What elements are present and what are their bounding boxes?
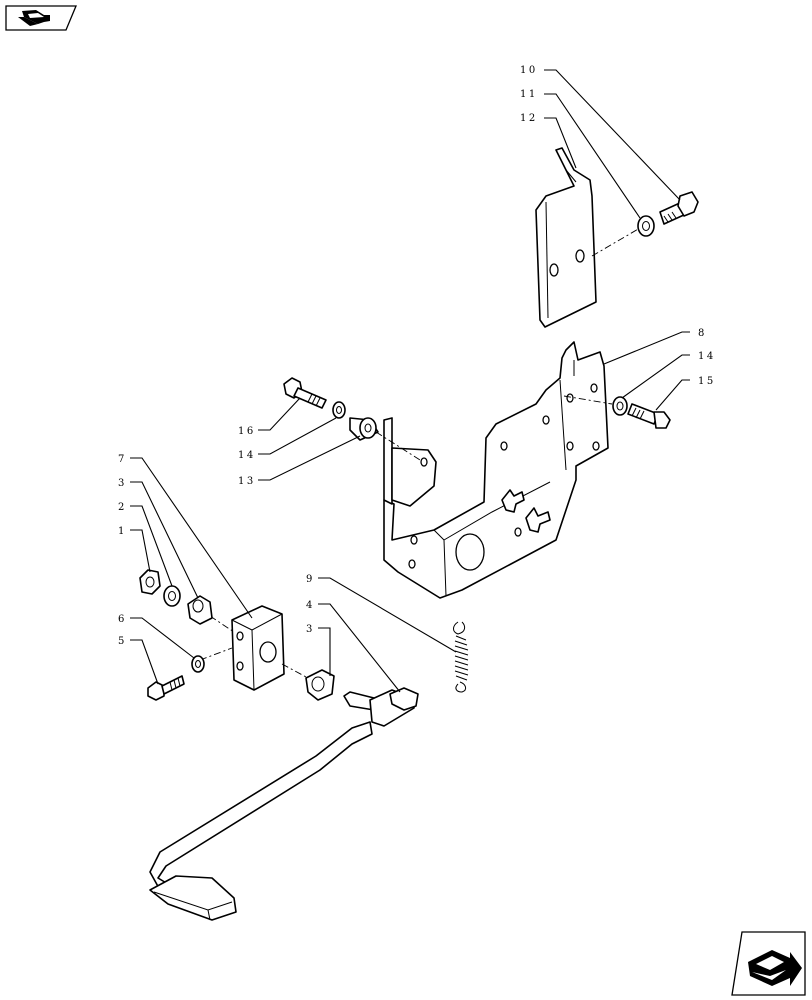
washer-part-14-right	[612, 396, 628, 416]
callout-10: 10	[520, 65, 538, 76]
bracket-large-hole	[455, 533, 485, 571]
callout-14-left: 14	[238, 450, 256, 461]
callout-leaders	[130, 69, 690, 693]
callout-5: 5	[118, 636, 127, 647]
callout-15: 15	[698, 376, 716, 387]
callout-11: 11	[520, 89, 538, 100]
bolt-part-16	[283, 377, 327, 409]
washer-part-6	[191, 655, 205, 673]
washer-part-11	[637, 215, 655, 237]
bolt-part-15	[627, 403, 671, 429]
callout-3-upper: 3	[118, 478, 127, 489]
bolt-part-5	[147, 675, 185, 701]
spring-part-9	[453, 621, 469, 693]
callout-12: 12	[520, 113, 538, 124]
bushing-part-3-upper	[187, 595, 213, 625]
callout-7: 7	[118, 454, 127, 465]
plate-hole	[575, 249, 585, 263]
bracket-part-8	[375, 341, 613, 599]
washer-part-14-left	[332, 401, 346, 419]
arrow-back-icon	[18, 10, 50, 26]
next-page-button[interactable]	[731, 931, 806, 996]
pedal-part-4	[149, 687, 419, 921]
plate-hole	[549, 263, 559, 277]
arrow-forward-icon	[748, 950, 802, 986]
callout-labels: 10 11 12 8 14 15 16 14 13 7 3 2 1 6 5 9 …	[118, 65, 716, 647]
callout-16: 16	[238, 426, 256, 437]
block-part-7	[199, 605, 309, 691]
callout-9: 9	[306, 574, 315, 585]
callout-8: 8	[698, 328, 707, 339]
bolt-part-10	[659, 191, 699, 225]
prev-page-button[interactable]	[5, 5, 77, 31]
callout-6: 6	[118, 614, 127, 625]
bushing-part-3-lower	[305, 669, 335, 701]
callout-2: 2	[118, 502, 127, 513]
plate-part-12	[535, 147, 641, 328]
callout-13: 13	[238, 476, 256, 487]
spacer-part-13	[349, 417, 379, 441]
nut-part-1	[139, 569, 161, 595]
callout-14-right: 14	[698, 351, 716, 362]
callout-1: 1	[118, 526, 127, 537]
callout-3-lower: 3	[306, 624, 315, 635]
washer-part-2	[163, 585, 181, 607]
callout-4: 4	[306, 600, 315, 611]
